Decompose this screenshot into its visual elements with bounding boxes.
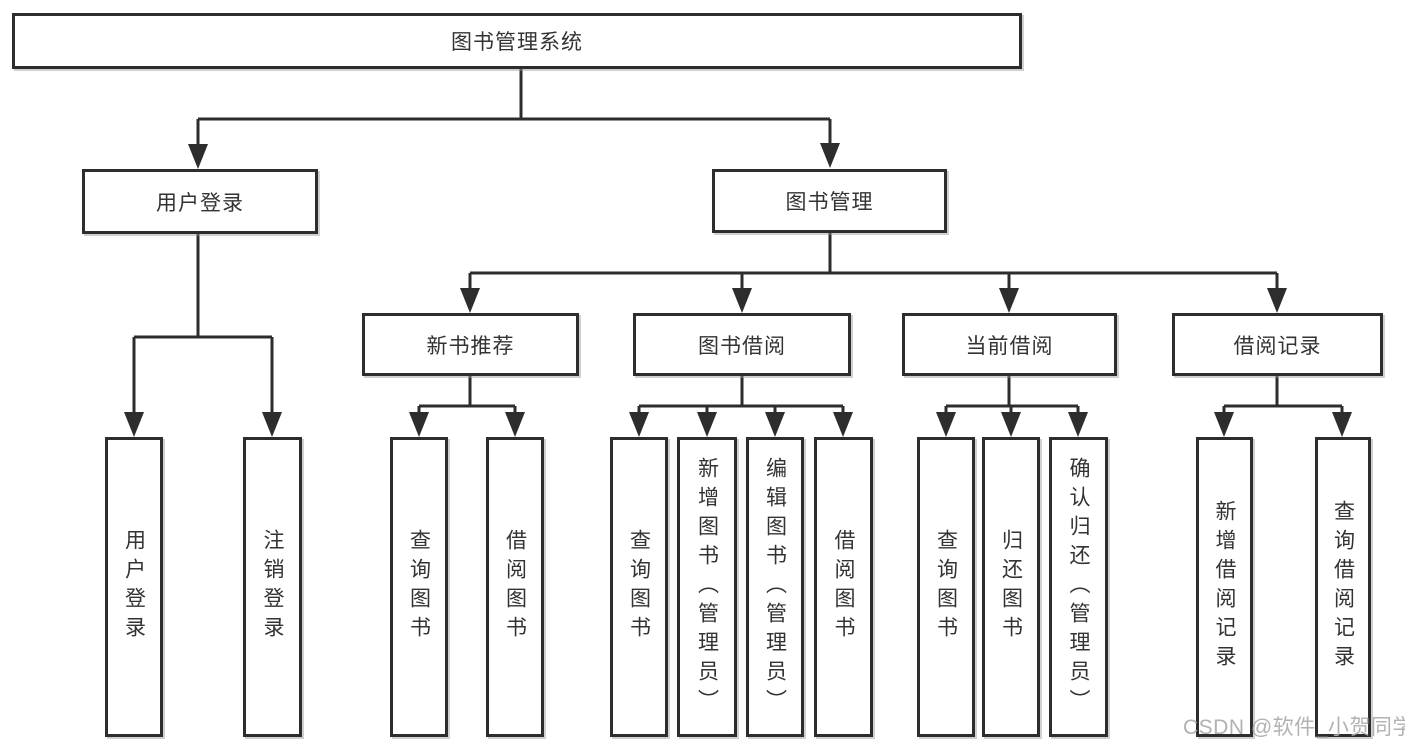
arrow-icon — [1214, 412, 1234, 437]
leaf-user-login: 用户登录 — [105, 437, 163, 737]
csdn-watermark: CSDN @软件_小贺同学 — [1183, 716, 1405, 739]
arrow-icon — [1068, 412, 1088, 437]
node-label: 图书管理系统 — [451, 31, 583, 54]
node-book-management: 图书管理 — [712, 169, 947, 233]
arrow-icon — [820, 143, 840, 168]
arrow-icon — [629, 412, 649, 437]
leaf-current-query-book: 查询图书 — [917, 437, 975, 737]
arrow-icon — [262, 412, 282, 437]
leaf-label: 新增借阅记录 — [1213, 500, 1236, 674]
leaf-borrowing-query-book: 查询图书 — [610, 437, 668, 737]
leaf-label: 查询图书 — [934, 529, 958, 645]
node-library-management-system: 图书管理系统 — [12, 13, 1022, 69]
leaf-confirm-return-admin: 确认归还（管理员） — [1049, 437, 1108, 737]
connector-new-book-branch — [417, 376, 517, 419]
arrow-icon — [188, 144, 208, 169]
arrow-icon — [1332, 412, 1352, 437]
arrow-icon — [409, 412, 429, 437]
node-user-login: 用户登录 — [82, 169, 318, 234]
arrow-icon — [765, 412, 785, 437]
leaf-recommend-borrow-book: 借阅图书 — [486, 437, 544, 737]
node-new-book-recommendation: 新书推荐 — [362, 313, 579, 376]
connector-user-login-branch — [132, 234, 274, 419]
leaf-label: 新增图书（管理员） — [695, 456, 719, 718]
node-label: 图书管理 — [785, 191, 874, 214]
leaf-label: 用户登录 — [122, 529, 146, 645]
node-label: 当前借阅 — [965, 334, 1054, 358]
node-label: 用户登录 — [156, 191, 244, 215]
leaf-label: 注销登录 — [261, 529, 284, 645]
arrow-icon — [936, 412, 956, 437]
arrow-icon — [1267, 288, 1287, 313]
leaf-label: 查询图书 — [627, 529, 651, 645]
connector-root-branch — [196, 69, 832, 150]
arrow-icon — [505, 412, 525, 437]
leaf-label: 编辑图书（管理员） — [763, 456, 787, 718]
arrow-icon — [124, 412, 144, 437]
leaf-logout: 注销登录 — [243, 437, 302, 737]
node-borrowing-records: 借阅记录 — [1172, 313, 1383, 376]
leaf-label: 借阅图书 — [503, 529, 527, 645]
leaf-label: 借阅图书 — [832, 529, 855, 645]
arrow-icon — [999, 288, 1019, 313]
arrowheads — [124, 143, 1352, 437]
leaf-edit-book-admin: 编辑图书（管理员） — [746, 437, 804, 737]
leaf-query-borrow-record: 查询借阅记录 — [1315, 437, 1371, 737]
leaf-label: 查询图书 — [407, 529, 431, 645]
node-current-borrowing: 当前借阅 — [902, 313, 1117, 376]
leaf-return-book: 归还图书 — [982, 437, 1040, 737]
arrow-icon — [833, 412, 853, 437]
node-label: 借阅记录 — [1233, 334, 1322, 358]
leaf-add-book-admin: 新增图书（管理员） — [677, 437, 737, 737]
arrow-icon — [732, 288, 752, 313]
arrow-icon — [697, 412, 717, 437]
node-book-borrowing: 图书借阅 — [633, 313, 851, 376]
connector-book-management-branch — [468, 233, 1279, 295]
node-label: 新书推荐 — [426, 334, 515, 358]
leaf-borrow-book: 借阅图书 — [814, 437, 873, 737]
leaf-label: 查询借阅记录 — [1331, 500, 1355, 674]
node-label: 图书借阅 — [698, 334, 786, 358]
arrow-icon — [1001, 412, 1021, 437]
leaf-label: 确认归还（管理员） — [1067, 456, 1090, 718]
leaf-recommend-query-book: 查询图书 — [390, 437, 448, 737]
connector-book-borrow-branch — [637, 376, 845, 419]
arrow-icon — [460, 288, 480, 313]
leaf-label: 归还图书 — [999, 529, 1023, 645]
connector-borrow-records-branch — [1222, 376, 1344, 419]
leaf-add-borrow-record: 新增借阅记录 — [1196, 437, 1253, 737]
